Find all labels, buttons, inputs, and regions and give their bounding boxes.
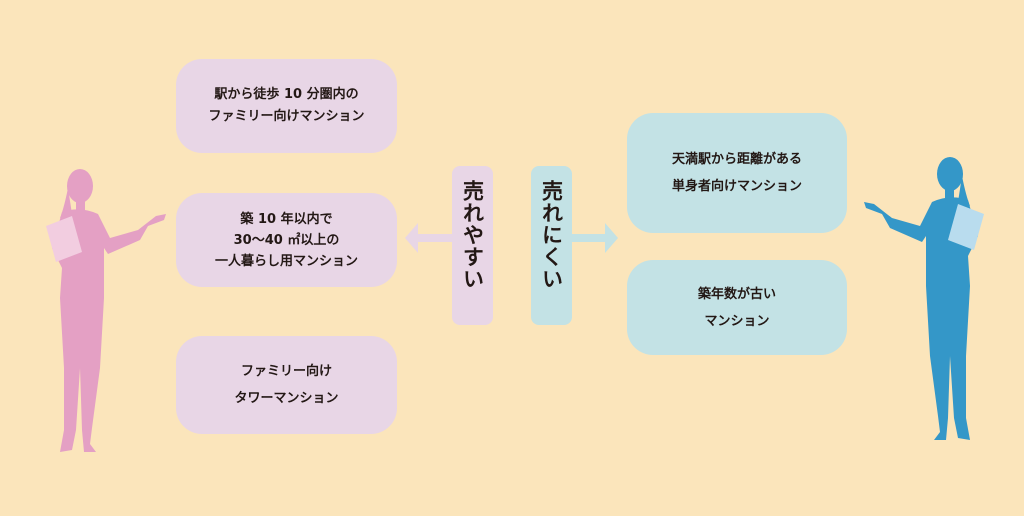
hard-item-1: 天満駅から距離がある 単身者向けマンション — [627, 113, 847, 233]
easy-item-1: 駅から徒歩 10 分圏内の ファミリー向けマンション — [176, 59, 397, 153]
easy-item-2-line-2: 30〜40 ㎡以上の — [233, 232, 340, 248]
easy-item-1-line-1: 駅から徒歩 10 分圏内の — [214, 87, 359, 102]
hard-item-2-line-2: マンション — [704, 313, 770, 329]
easy-item-2: 築 10 年以内で 30〜40 ㎡以上の 一人暮らし用マンション — [176, 193, 397, 287]
woman-silhouette-right-icon — [864, 157, 984, 440]
hard-to-sell-label: 売れにくい — [531, 166, 572, 325]
easy-to-sell-text: 売れやすい — [460, 180, 485, 290]
hard-to-sell-text: 売れにくい — [539, 180, 564, 290]
easy-item-1-line-2: ファミリー向けマンション — [208, 109, 365, 124]
easy-item-2-line-3: 一人暮らし用マンション — [214, 253, 358, 269]
woman-silhouette-left-icon — [46, 169, 166, 452]
easy-item-2-line-1: 築 10 年以内で — [240, 211, 333, 227]
hard-item-1-line-1: 天満駅から距離がある — [671, 152, 802, 167]
right-arrow-icon — [572, 223, 618, 253]
left-arrow-icon — [405, 223, 453, 253]
hard-item-2-line-1: 築年数が古い — [697, 286, 776, 302]
easy-item-3-line-1: ファミリー向け — [240, 364, 332, 379]
easy-to-sell-label: 売れやすい — [452, 166, 493, 325]
easy-item-3-line-2: タワーマンション — [234, 391, 339, 406]
hard-item-2: 築年数が古い マンション — [627, 260, 847, 355]
hard-item-1-line-2: 単身者向けマンション — [671, 179, 802, 194]
easy-item-3: ファミリー向け タワーマンション — [176, 336, 397, 434]
